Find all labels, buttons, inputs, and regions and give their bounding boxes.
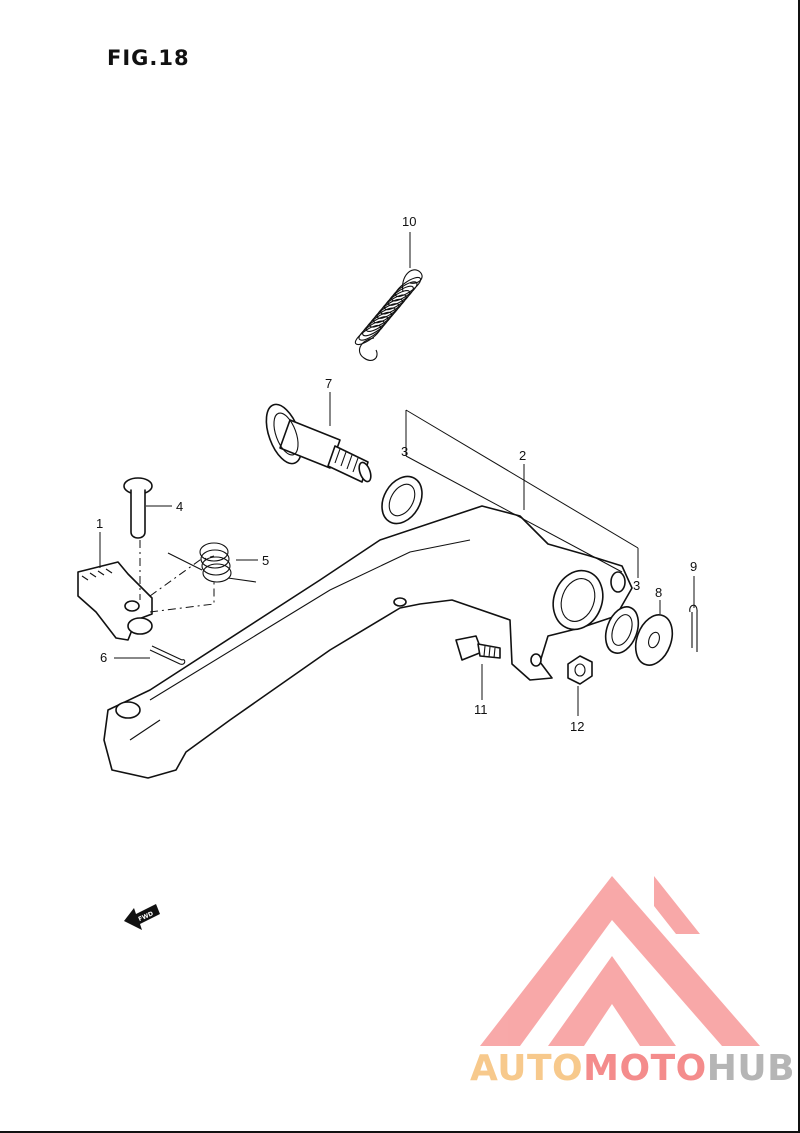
part-5-torsion-spring (167, 542, 257, 583)
watermark-logo (480, 876, 760, 1046)
label-part-2: 2 (519, 448, 526, 463)
label-part-8: 8 (655, 585, 662, 600)
label-part-6: 6 (100, 650, 107, 665)
spring-coil (358, 320, 385, 341)
part-12-nut (567, 655, 593, 685)
label-part-5: 5 (262, 553, 269, 568)
spring-coil (354, 324, 382, 346)
part-labels: 1 2 3 3 4 5 6 7 8 9 10 11 12 (96, 214, 697, 734)
fwd-arrow-icon: FWD (124, 904, 160, 930)
part-9-cotter-pin (689, 604, 698, 652)
part-2-brake-pedal (103, 505, 633, 779)
part-7-shaft (265, 403, 372, 483)
part-11-bolt (455, 635, 501, 661)
part-1-pedal-tip (77, 561, 153, 641)
label-part-7: 7 (325, 376, 332, 391)
label-part-3-lower: 3 (633, 578, 640, 593)
watermark-text-auto: AUTO (470, 1048, 584, 1089)
spring-coil (362, 316, 389, 337)
label-part-11: 11 (474, 702, 488, 717)
label-part-1: 1 (96, 516, 103, 531)
label-part-9: 9 (690, 559, 697, 574)
frame-border-bottom (0, 1131, 800, 1133)
watermark-text-moto: MOTO (583, 1048, 707, 1089)
label-part-10: 10 (402, 214, 416, 229)
leader-lines (99, 232, 695, 716)
part-4-pin (123, 477, 153, 539)
label-part-12: 12 (570, 719, 584, 734)
label-part-3-upper: 3 (401, 444, 408, 459)
part-3-washer-upper (381, 475, 423, 525)
label-part-4: 4 (176, 499, 183, 514)
part-8-washer (634, 614, 674, 666)
part-3-washer-lower (604, 606, 640, 654)
part-6-cotter-pin (149, 645, 186, 665)
figure-title: FIG.18 (107, 46, 190, 70)
part-10-spring (354, 269, 423, 361)
watermark-text-hub: HUB (706, 1048, 796, 1089)
watermark-wordmark: AUTOMOTOHUB (470, 1048, 795, 1089)
frame-border-right (798, 0, 800, 1133)
